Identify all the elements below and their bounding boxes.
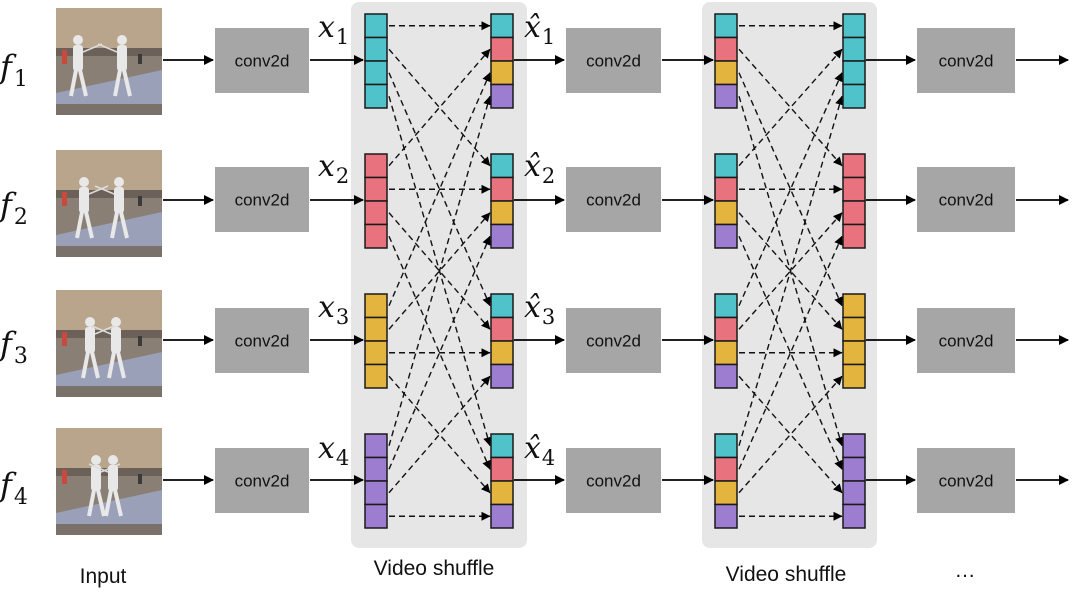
conv2d-box-col2-row3: conv2d [566, 308, 661, 373]
shuffle-arrow-s1-2-1 [388, 48, 491, 167]
shuffle-arrow-s2-1-3 [738, 72, 843, 307]
frame-label-f2: f2 [0, 186, 28, 230]
conv2d-box-col1-row1: conv2d [215, 28, 309, 93]
feature-block-stage2-out-2 [842, 153, 866, 249]
caption-ellipsis: … [955, 559, 976, 582]
shuffle-arrow-s1-3-2 [388, 212, 491, 330]
conv2d-box-col3-row2: conv2d [917, 167, 1015, 232]
feature-label-xhat4: x̂4 [524, 431, 555, 470]
shuffle-arrow-s2-2-1 [738, 48, 843, 167]
shuffle-arrow-s2-1-2 [738, 48, 843, 167]
conv2d-box-col3-row3: conv2d [917, 308, 1015, 373]
input-frame-image-3 [56, 290, 162, 397]
feature-block-x2 [364, 153, 388, 249]
shuffle-arrow-s2-2-3 [738, 212, 843, 330]
feature-block-stage2-out-4 [842, 433, 866, 529]
caption-input: Input [80, 565, 127, 588]
input-frame-image-2 [56, 150, 162, 257]
shuffle-arrow-s1-2-4 [388, 235, 491, 470]
shuffle-arrow-s1-4-2 [388, 235, 491, 470]
shuffle-panel-1 [351, 2, 527, 548]
feature-label-xhat2: x̂2 [524, 149, 555, 188]
shuffle-arrow-s2-3-2 [738, 212, 843, 330]
feature-label-x4: x4 [318, 431, 349, 470]
feature-block-xhat3 [490, 293, 514, 389]
svg-text:conv2d: conv2d [586, 332, 641, 351]
feature-block-xhat4 [490, 433, 514, 529]
svg-text:conv2d: conv2d [235, 191, 290, 210]
shuffle-arrow-s1-2-3 [388, 212, 491, 330]
svg-text:conv2d: conv2d [235, 332, 290, 351]
caption-video-shuffle-2: Video shuffle [726, 563, 847, 586]
feature-block-stage2-in-4 [714, 433, 738, 529]
svg-text:conv2d: conv2d [939, 52, 994, 71]
shuffle-arrow-s1-3-4 [388, 375, 491, 494]
feature-block-x3 [364, 293, 388, 389]
conv2d-box-col2-row1: conv2d [566, 28, 661, 93]
frame-label-f3: f3 [0, 325, 28, 369]
shuffle-arrow-s2-4-2 [738, 235, 843, 470]
conv2d-box-col2-row4: conv2d [566, 448, 661, 513]
shuffle-arrow-s1-4-3 [388, 375, 491, 494]
shuffle-arrow-s2-3-1 [738, 72, 843, 307]
frame-label-f4: f4 [0, 466, 28, 510]
feature-block-xhat2 [490, 153, 514, 249]
feature-block-stage2-in-1 [714, 13, 738, 109]
shuffle-arrow-s1-4-1 [388, 95, 492, 446]
conv2d-box-col1-row4: conv2d [215, 448, 309, 513]
shuffle-arrow-s2-4-3 [738, 375, 843, 494]
feature-label-xhat3: x̂3 [524, 290, 555, 329]
input-frame-image-1 [56, 8, 162, 115]
feature-block-x1 [364, 13, 388, 109]
svg-text:conv2d: conv2d [235, 472, 290, 491]
svg-text:conv2d: conv2d [586, 472, 641, 491]
svg-text:conv2d: conv2d [235, 52, 290, 71]
feature-block-stage2-out-3 [842, 293, 866, 389]
svg-text:conv2d: conv2d [586, 191, 641, 210]
feature-label-xhat1: x̂1 [524, 10, 555, 49]
feature-block-stage2-out-1 [842, 13, 866, 109]
frame-label-f1: f1 [0, 48, 28, 92]
svg-text:conv2d: conv2d [939, 191, 994, 210]
caption-video-shuffle-1: Video shuffle [374, 557, 495, 580]
conv2d-box-col3-row4: conv2d [917, 448, 1015, 513]
svg-text:conv2d: conv2d [586, 52, 641, 71]
svg-text:conv2d: conv2d [939, 472, 994, 491]
shuffle-arrow-s1-3-1 [388, 72, 491, 307]
conv2d-box-col3-row1: conv2d [917, 28, 1015, 93]
input-frame-image-4 [56, 428, 162, 535]
svg-text:conv2d: conv2d [939, 332, 994, 351]
shuffle-arrow-s1-1-2 [388, 48, 491, 167]
feature-label-x1: x1 [318, 10, 349, 49]
shuffle-arrow-s2-3-4 [738, 375, 843, 494]
shuffle-arrow-s2-2-4 [738, 235, 843, 470]
conv2d-box-col1-row3: conv2d [215, 308, 309, 373]
shuffle-panel-2 [702, 2, 877, 548]
conv2d-box-col2-row2: conv2d [566, 167, 661, 232]
feature-label-x2: x2 [318, 149, 349, 188]
feature-block-stage2-in-3 [714, 293, 738, 389]
conv2d-box-col1-row2: conv2d [215, 167, 309, 232]
feature-label-x3: x3 [318, 290, 349, 329]
shuffle-arrow-s2-4-1 [738, 95, 844, 446]
feature-block-stage2-in-2 [714, 153, 738, 249]
shuffle-arrow-s1-1-3 [388, 72, 491, 307]
feature-block-x4 [364, 433, 388, 529]
feature-block-xhat1 [490, 13, 514, 109]
